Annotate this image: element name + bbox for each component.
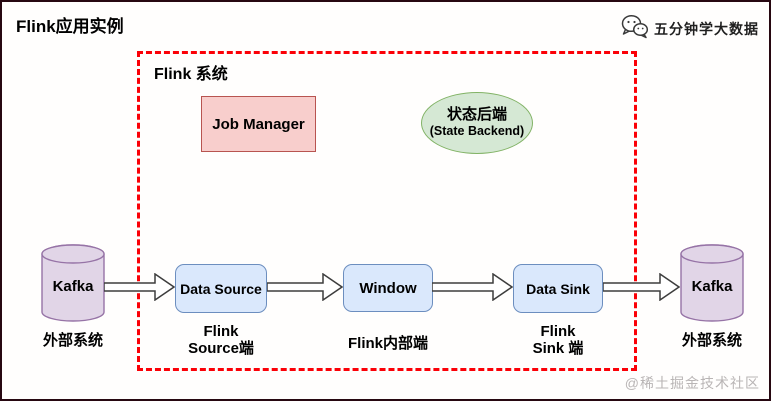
wechat-icon — [621, 14, 649, 44]
flink-system-label: Flink 系统 — [154, 66, 228, 83]
kafka-right-label: Kafka — [691, 278, 733, 295]
caption-flink-source: Flink Source端 — [171, 323, 271, 357]
kafka-left-node: Kafka — [41, 244, 105, 322]
state-backend-node: 状态后端 (State Backend) — [421, 92, 533, 154]
caption-flink-source-line2: Source端 — [188, 340, 254, 357]
watermark: @稀土掘金技术社区 — [624, 375, 760, 391]
state-backend-label-en: (State Backend) — [429, 124, 525, 138]
kafka-left-label: Kafka — [52, 278, 94, 295]
caption-flink-source-line1: Flink — [203, 323, 239, 340]
flow-arrow-kafka-to-source — [104, 273, 175, 301]
caption-flink-sink: Flink Sink 端 — [508, 323, 608, 357]
brand-badge: 五分钟学大数据 — [621, 14, 759, 44]
kafka-right-node: Kafka — [680, 244, 744, 322]
caption-external-system-left: 外部系统 — [42, 332, 103, 349]
job-manager-node: Job Manager — [201, 96, 316, 152]
flow-arrow-sink-to-kafka — [603, 273, 680, 301]
brand-label: 五分钟学大数据 — [654, 21, 759, 37]
data-sink-node: Data Sink — [513, 264, 603, 313]
flink-system-boundary — [137, 51, 637, 371]
flow-arrow-source-to-window — [267, 273, 343, 301]
state-backend-label-cn: 状态后端 — [446, 106, 507, 123]
caption-external-system-right: 外部系统 — [681, 332, 742, 349]
data-source-node: Data Source — [175, 264, 267, 313]
page-title: Flink应用实例 — [16, 17, 124, 36]
caption-flink-internal: Flink内部端 — [347, 335, 428, 352]
caption-flink-sink-line2: Sink 端 — [532, 340, 584, 357]
caption-flink-sink-line1: Flink — [540, 323, 576, 340]
flow-arrow-window-to-sink — [432, 273, 513, 301]
window-node: Window — [343, 264, 433, 312]
